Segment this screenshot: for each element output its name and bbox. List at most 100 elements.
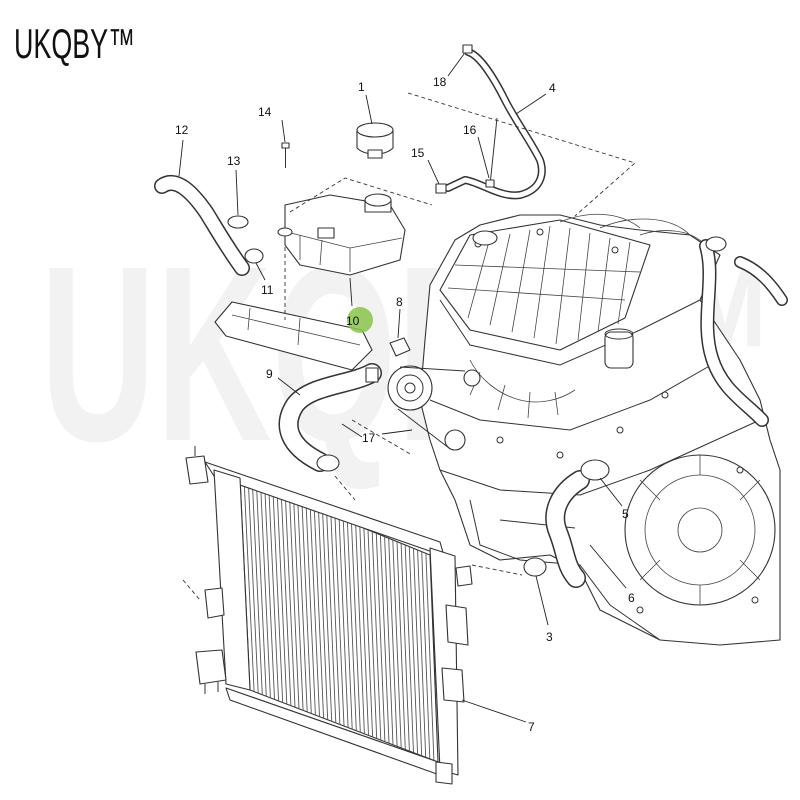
callout-3: 3 — [546, 630, 553, 644]
highlight-circle — [347, 307, 373, 333]
valve-cover-ribs — [467, 225, 631, 345]
oil-filter-top — [604, 328, 634, 340]
transmission-ribs — [639, 455, 761, 605]
radiator-fin — [330, 514, 341, 725]
reservoir-body — [284, 194, 406, 276]
callout-16: 16 — [463, 123, 477, 137]
reservoir-neck-top — [364, 193, 392, 207]
bolt — [556, 451, 564, 459]
radiator-fin — [260, 486, 271, 698]
radiator-fin — [375, 533, 386, 742]
radiator-bottom-left-bracket — [195, 649, 227, 685]
callout-10: 10 — [346, 314, 360, 328]
radiator — [185, 446, 473, 785]
hose-bracket-8 — [389, 337, 411, 357]
radiator-fin — [359, 526, 369, 736]
callout-4: 4 — [549, 81, 556, 95]
hose-clamp-3 — [523, 557, 547, 577]
radiator-fin — [256, 484, 267, 697]
leader-1 — [365, 94, 373, 125]
leader-11 — [255, 262, 266, 281]
radiator-fin — [363, 528, 374, 738]
leader-6 — [589, 544, 627, 589]
radiator-fin — [293, 499, 304, 711]
radiator-right-tank — [429, 547, 459, 776]
radiator-bottom-right-bracket — [435, 761, 453, 785]
leader-13 — [235, 169, 239, 216]
callout-5: 5 — [622, 507, 629, 521]
callout-1: 1 — [358, 80, 365, 94]
oil-filter — [604, 331, 634, 369]
leader-10 — [349, 277, 353, 307]
radiator-fin — [301, 503, 312, 714]
radiator-fin — [421, 551, 431, 759]
radiator-fin — [272, 491, 284, 703]
radiator-fin — [264, 487, 275, 700]
hose-outlet — [705, 236, 727, 252]
callout-12: 12 — [175, 123, 189, 137]
dashed-line — [182, 579, 201, 601]
leader-3 — [535, 575, 549, 626]
radiator-fin — [392, 539, 402, 748]
upper-right-hose-fill — [700, 240, 768, 426]
crank-pulley-center — [404, 382, 416, 394]
leader-16 — [477, 136, 490, 179]
hose-clamp-9 — [316, 454, 340, 472]
bolt — [496, 436, 504, 444]
callout-18: 18 — [433, 75, 447, 89]
dashed-line — [471, 564, 523, 576]
cap-stem — [367, 149, 383, 159]
vent-hose-fill — [445, 49, 545, 198]
radiator-fin — [396, 541, 406, 750]
radiator-fin — [408, 546, 419, 755]
valve-cover-seam — [447, 264, 641, 301]
radiator-fin — [379, 534, 390, 744]
radiator-right-bracket-upper — [445, 604, 469, 646]
callout-8: 8 — [396, 295, 403, 309]
radiator-fin — [322, 511, 333, 722]
brand-logo: UKQBY™ — [14, 20, 135, 67]
radiator-fin — [297, 501, 308, 712]
hose-fitting-15 — [435, 183, 447, 194]
mounting-bolt — [277, 142, 293, 237]
radiator-outlet-pipe — [455, 565, 473, 587]
radiator-fins — [243, 479, 435, 761]
leader-9 — [277, 377, 301, 396]
crank-pulley-hub — [396, 374, 424, 402]
radiator-fin — [384, 536, 394, 745]
front-frame-rail — [214, 301, 373, 371]
bolt-head — [281, 142, 290, 149]
dashed-reference-lines — [182, 92, 636, 601]
radiator-fin — [355, 524, 365, 734]
radiator-fin — [371, 531, 382, 741]
radiator-fin — [404, 544, 414, 753]
overflow-hose-fill — [155, 176, 249, 275]
leader-4 — [515, 93, 547, 115]
intake-runners — [559, 213, 706, 246]
callout-17: 17 — [362, 431, 376, 445]
leader-5 — [599, 477, 623, 507]
radiator-fin — [413, 548, 423, 756]
radiator-fin — [334, 516, 345, 727]
cap-top — [356, 122, 394, 138]
cylinder-head-edge — [439, 299, 701, 366]
radiator-right-bracket-lower — [441, 667, 465, 703]
hose-connector-9 — [365, 367, 379, 383]
callout-7: 7 — [528, 720, 535, 734]
hose-clamp-5 — [580, 459, 610, 481]
callout-15: 15 — [411, 146, 425, 160]
valve-cover — [439, 219, 651, 351]
radiator-inlet-hose-fill — [280, 364, 381, 471]
hose-clamp-11 — [244, 248, 264, 264]
engine-assembly — [387, 213, 788, 646]
radiator-fin — [318, 509, 329, 720]
dashed-line — [351, 419, 413, 456]
thermostat-outlet — [472, 230, 498, 246]
radiator-fin — [280, 494, 292, 706]
radiator-fin — [309, 506, 320, 717]
radiator-fin — [243, 479, 255, 692]
radiator-fin — [351, 523, 361, 733]
bolt — [736, 466, 744, 474]
radiator-fin — [388, 538, 398, 747]
